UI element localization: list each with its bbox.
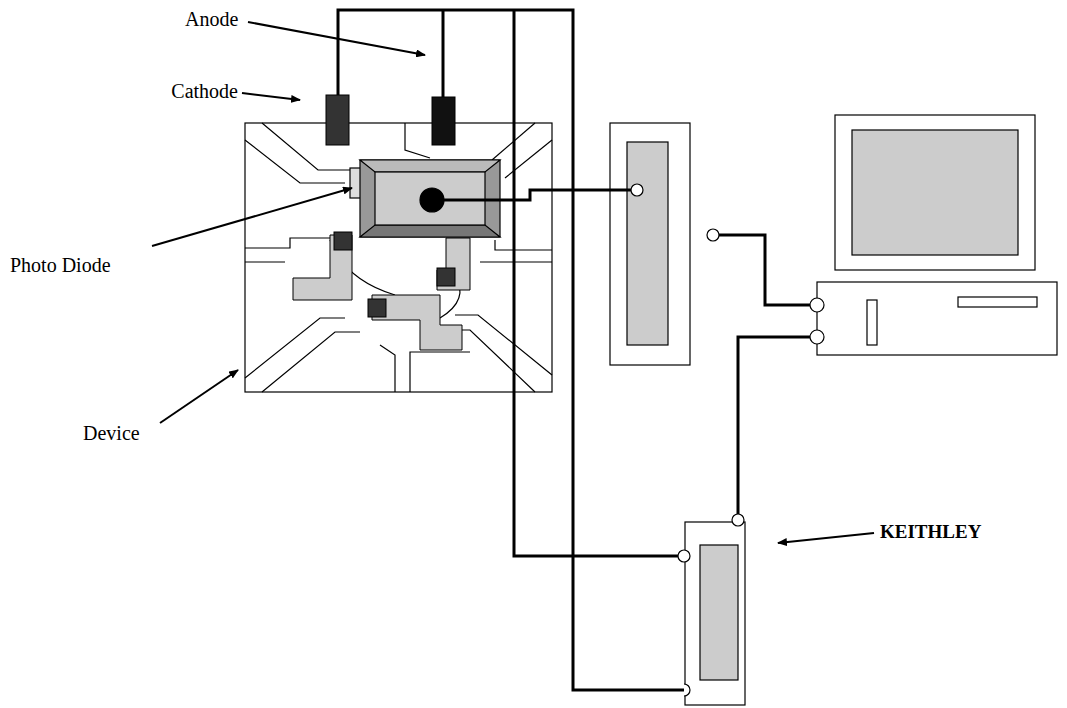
computer — [810, 115, 1057, 355]
optical-meter — [610, 123, 719, 365]
device-pads — [293, 232, 470, 350]
cathode-label: Cathode — [171, 80, 238, 102]
cathode-probe — [326, 95, 349, 145]
wires — [338, 10, 810, 690]
photo-diode-label: Photo Diode — [10, 254, 111, 276]
anode-label: Anode — [185, 8, 238, 30]
device-label: Device — [83, 422, 140, 444]
leader-arrows — [152, 22, 874, 543]
device-board — [245, 123, 552, 392]
anode-probe — [432, 97, 455, 145]
keithley-label: KEITHLEY — [880, 522, 981, 543]
keithley-meter — [678, 514, 745, 705]
